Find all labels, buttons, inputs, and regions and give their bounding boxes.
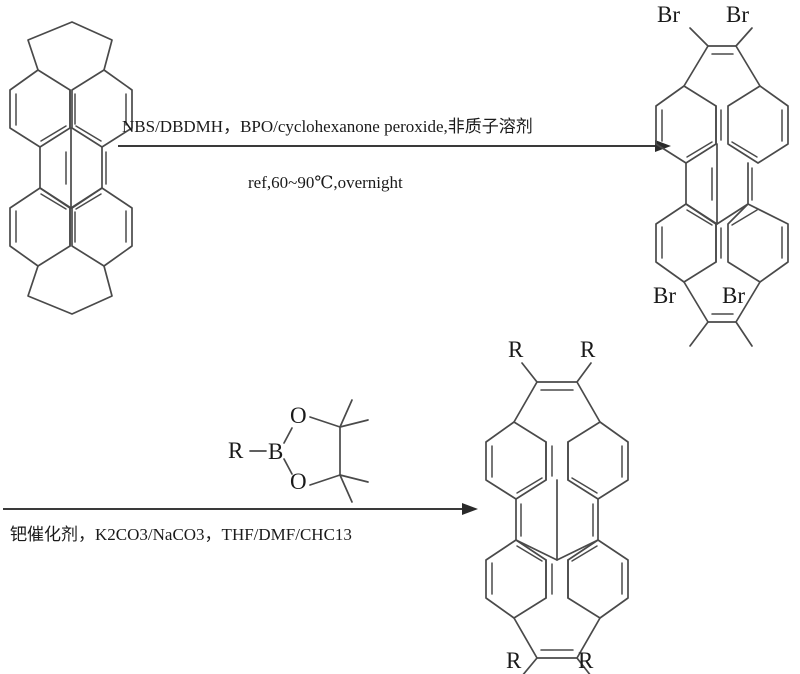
r-label-top-left: R bbox=[508, 337, 524, 362]
arrow-2-head bbox=[462, 503, 478, 515]
r-group-label-reagent: R bbox=[228, 438, 244, 463]
reaction-arrow-2: 钯催化剂，K2CO3/NaCO3，THF/DMF/CHC13 bbox=[3, 503, 478, 544]
oxygen-label-top: O bbox=[290, 403, 307, 428]
r-label-top-right: R bbox=[580, 337, 596, 362]
br-label-bottom-left: Br bbox=[653, 283, 676, 308]
reaction1-reagents: NBS/DBDMH，BPO/cyclohexanone peroxide,非质子… bbox=[122, 117, 533, 136]
boron-label: B bbox=[268, 439, 283, 464]
br-label-bottom-right: Br bbox=[722, 283, 745, 308]
product-structure-step2: R R R bbox=[485, 337, 629, 674]
reaction2-conditions: 钯催化剂，K2CO3/NaCO3，THF/DMF/CHC13 bbox=[10, 525, 352, 544]
boronate-ester-reagent: R B O O bbox=[228, 399, 369, 503]
oxygen-label-bottom: O bbox=[290, 469, 307, 494]
br-label-top-right: Br bbox=[726, 2, 749, 27]
reaction1-conditions: ref,60~90℃,overnight bbox=[248, 173, 403, 192]
r-label-bottom-left: R bbox=[506, 648, 522, 673]
arrow-1-head bbox=[655, 140, 671, 152]
product-structure-step1: Br Br Br Br bbox=[653, 2, 789, 347]
reactant-structure-step1 bbox=[9, 21, 133, 315]
br-label-top-left: Br bbox=[657, 2, 680, 27]
r-label-bottom-right: R bbox=[578, 648, 594, 673]
reaction-arrow-1: NBS/DBDMH，BPO/cyclohexanone peroxide,非质子… bbox=[118, 117, 671, 192]
